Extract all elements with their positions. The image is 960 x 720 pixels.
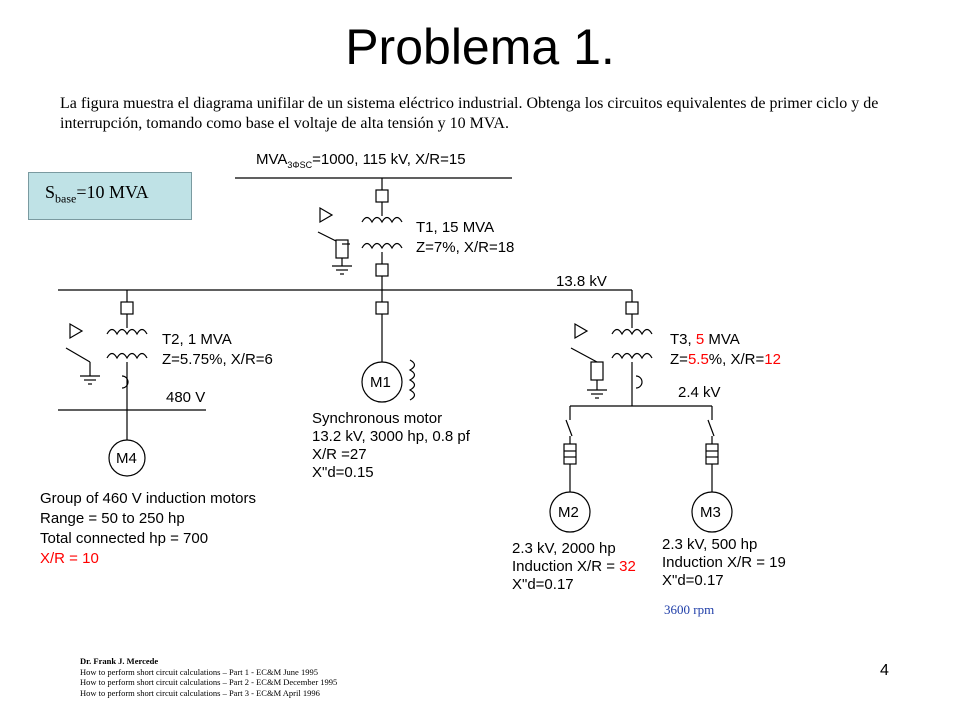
breaker-t3 [625,301,639,315]
problem-statement: La figura muestra el diagrama unifilar d… [60,95,879,132]
m3-motor [691,491,733,533]
m2-line3: X"d=0.17 [512,576,574,593]
sbase-sub: base [55,191,77,206]
m2-line1: 2.3 kV, 2000 hp [512,540,616,557]
t2-secondary-winding [106,352,148,360]
m1-line3: X/R =27 [312,446,367,463]
m4-line2: Range = 50 to 250 hp [40,510,185,527]
m2-fuse [563,443,577,465]
reference-author: Dr. Frank J. Mercede [80,656,159,666]
bus-480v-label: 480 V [166,389,205,406]
reference-2: How to perform short circuit calculation… [80,677,338,687]
m1-line1: Synchronous motor [312,410,442,427]
t3-ground-resistor [590,361,604,381]
breaker-t2 [120,301,134,315]
m1-line4: X"d=0.15 [312,464,374,481]
reference-3: How to perform short circuit calculation… [80,687,320,698]
t3-secondary-winding [611,352,653,360]
t3-label-line2: Z=5.5%, X/R=12 [670,351,781,368]
references: Dr. Frank J. Mercede How to perform shor… [80,656,337,698]
m1-motor [361,361,403,403]
t2-label-line2: Z=5.75%, X/R=6 [162,351,273,368]
t1-primary-winding [361,216,403,224]
m1-name: M1 [370,374,391,391]
source-label: MVA3ΦSC=1000, 115 kV, X/R=15 [256,151,466,170]
reference-1: How to perform short circuit calculation… [80,666,318,677]
m4-motor [108,439,146,477]
m3-fuse [705,443,719,465]
t3-label-line1: T3, 5 MVA [670,331,740,348]
t1-label-line2: Z=7%, X/R=18 [416,239,514,256]
m2-switch [565,419,573,437]
m3-switch [707,419,715,437]
t2-label-line1: T2, 1 MVA [162,331,232,348]
m2-name: M2 [558,504,579,521]
m3-line2: Induction X/R = 19 [662,554,786,571]
m1-line2: 13.2 kV, 3000 hp, 0.8 pf [312,428,471,445]
m3-rpm: 3600 rpm [664,602,714,617]
t1-secondary-winding [361,242,403,250]
t2-primary-winding [106,328,148,336]
m4-line3: Total connected hp = 700 [40,530,208,547]
m4-xr: X/R = 10 [40,550,99,567]
t3-delta-symbol [574,322,589,340]
sbase-box: Sbase=10 MVA [28,172,192,220]
t1-label-line1: T1, 15 MVA [416,219,494,236]
m3-name: M3 [700,504,721,521]
m3-line1: 2.3 kV, 500 hp [662,536,757,553]
t1-ground-resistor [335,239,349,259]
page-number: 4 [880,662,889,679]
t3-primary-winding [611,328,653,336]
m4-line1: Group of 460 V induction motors [40,490,256,507]
bus-13-8kv-label: 13.8 kV [556,273,607,290]
m2-line2: Induction X/R = 32 [512,558,636,575]
t1-delta-symbol [319,206,334,224]
m2-motor [549,491,591,533]
sbase-s: S [45,182,56,202]
t2-delta-symbol [69,322,84,340]
bus-2-4kv-label: 2.4 kV [678,384,721,401]
page-title: Problema 1. [345,19,615,75]
m4-name: M4 [116,450,137,467]
breaker-m1 [375,301,389,315]
breaker-hv [375,189,389,203]
breaker-t1-lv [375,263,389,277]
m3-line3: X"d=0.17 [662,572,724,589]
m1-field-winding [408,359,416,401]
sbase-value: =10 MVA [76,182,149,202]
